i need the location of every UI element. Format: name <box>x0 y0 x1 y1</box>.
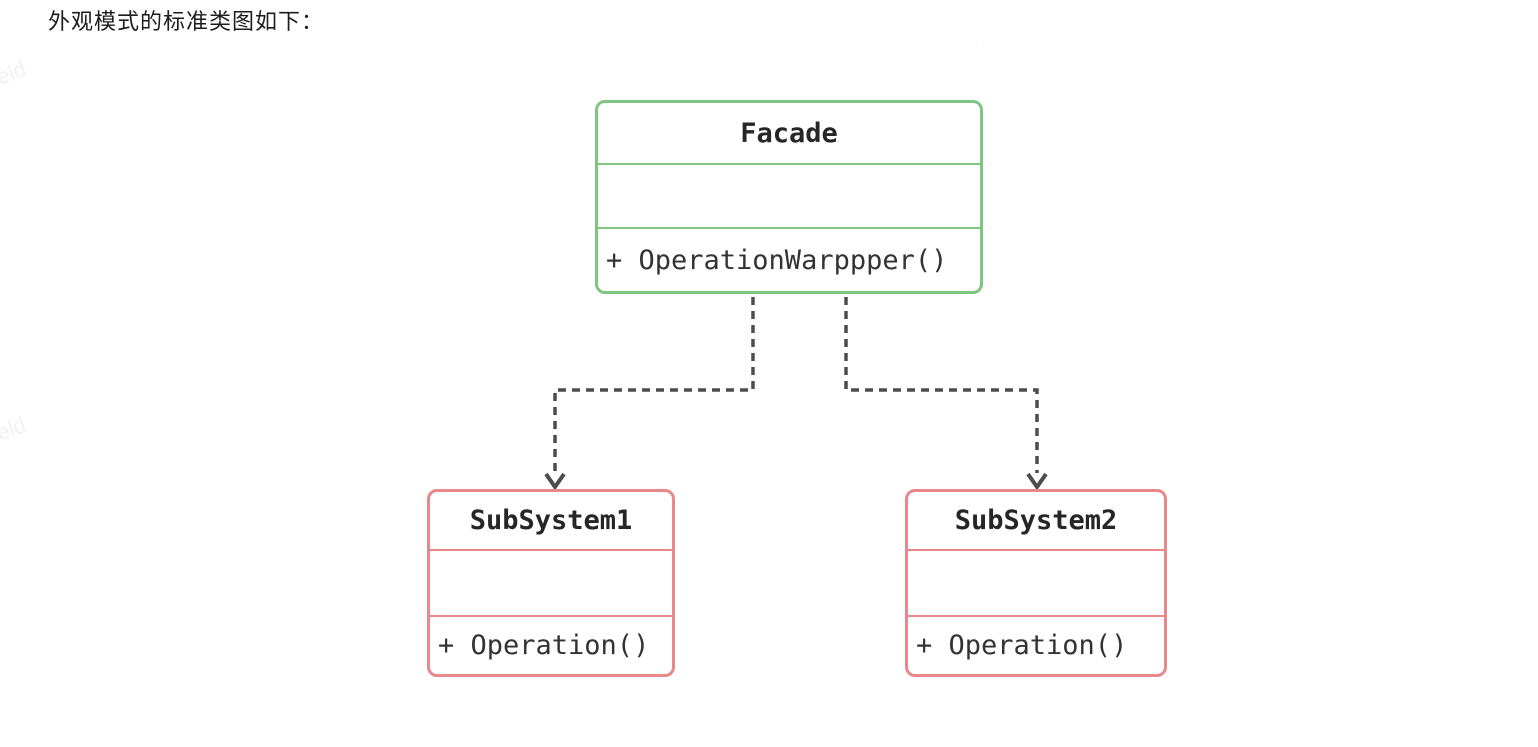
class-method: + OperationWarppper() <box>606 244 948 276</box>
class-name: SubSystem2 <box>954 505 1118 536</box>
facade-to-subsystem1-connector <box>553 297 755 473</box>
uml-class-subsystem2: SubSystem2 + Operation() <box>905 489 1167 677</box>
class-name: Facade <box>740 117 838 149</box>
class-attributes <box>430 549 672 617</box>
uml-class-subsystem1: SubSystem1 + Operation() <box>427 489 675 677</box>
uml-class-facade: Facade + OperationWarppper() <box>595 100 983 294</box>
class-name: SubSystem1 <box>469 505 633 536</box>
watermark-text: celd <box>0 55 30 94</box>
class-method: + Operation() <box>438 630 650 661</box>
class-attributes <box>598 163 980 229</box>
facade-to-subsystem2-connector <box>844 297 1039 473</box>
watermark-text: celd <box>0 411 30 450</box>
arrowhead-subsystem1-icon <box>544 472 566 491</box>
class-method: + Operation() <box>916 630 1128 661</box>
class-attributes <box>908 549 1164 617</box>
arrowhead-subsystem2-icon <box>1026 472 1048 491</box>
watermark-fragment: ·· <box>972 35 988 56</box>
page-title: 外观模式的标准类图如下： <box>48 9 325 34</box>
